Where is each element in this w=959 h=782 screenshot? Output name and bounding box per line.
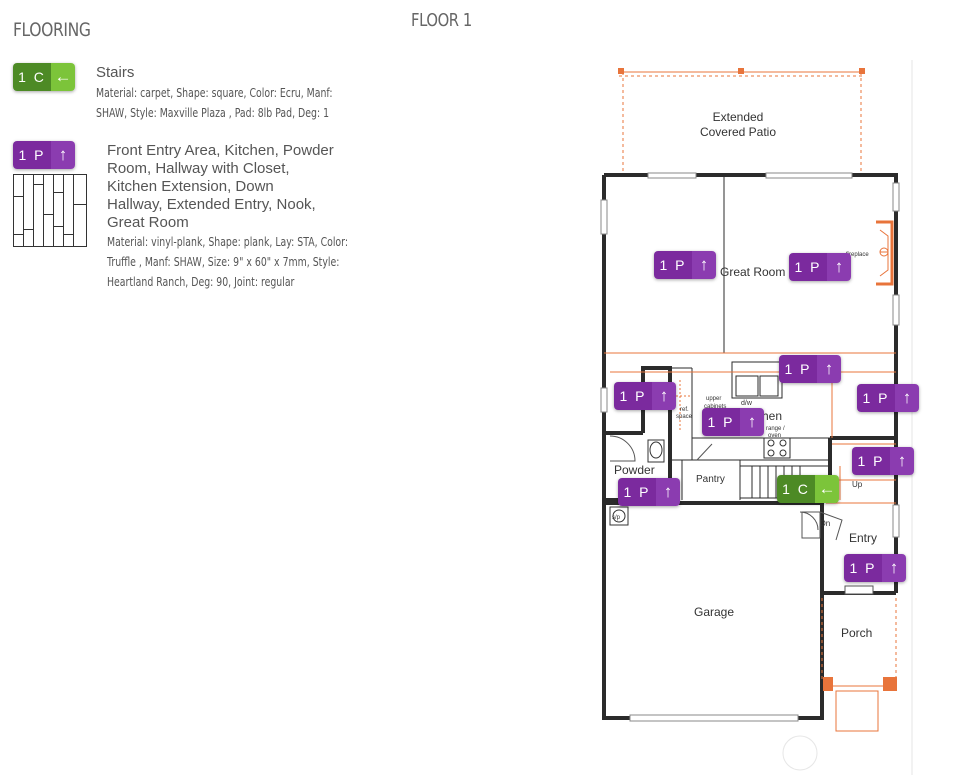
- detail-line: Truffle , Manf: SHAW, Size: 9" x 60" x 7…: [107, 255, 340, 269]
- badge-code: 1 C: [13, 63, 51, 91]
- badge-code: 1 P: [13, 141, 51, 169]
- patio-post: [859, 68, 865, 74]
- room-label-garage: Garage: [694, 605, 734, 619]
- plan-badge-plank[interactable]: 1 P ↑: [844, 554, 906, 582]
- arrow-up-icon: ↑: [656, 478, 680, 506]
- porch-post: [823, 677, 833, 691]
- badge-code: 1 P: [779, 355, 817, 383]
- arrow-up-icon: ↑: [652, 382, 676, 410]
- interior-lines: [672, 175, 830, 500]
- plan-badge-plank[interactable]: 1 P ↑: [614, 382, 676, 410]
- plan-badge-plank[interactable]: 1 P ↑: [618, 478, 680, 506]
- room-label-porch: Porch: [841, 626, 872, 640]
- sump-pump: [609, 506, 629, 526]
- arrow-up-icon: ↑: [882, 554, 906, 582]
- legend-badge-plank[interactable]: 1 P ↑: [13, 141, 75, 169]
- plan-badge-plank[interactable]: 1 P ↑: [857, 384, 919, 412]
- plan-badge-plank[interactable]: 1 P ↑: [789, 253, 851, 281]
- label-ref-space: space: [676, 414, 693, 420]
- label-ref-space: ref.: [680, 407, 689, 413]
- arrow-left-icon: ←: [815, 475, 839, 503]
- room-label-powder: Powder: [614, 463, 655, 477]
- scroll-handle[interactable]: [782, 735, 818, 771]
- room-label-patio: Covered Patio: [700, 125, 776, 139]
- windows: [600, 172, 900, 722]
- badge-code: 1 P: [857, 384, 895, 412]
- plan-badge-plank[interactable]: 1 P ↑: [852, 447, 914, 475]
- room-label-entry: Entry: [849, 531, 877, 545]
- label-range: oven: [768, 433, 781, 439]
- badge-code: 1 P: [844, 554, 882, 582]
- label-sump-pump: s/p: [612, 515, 621, 521]
- label-dishwasher: d/w: [741, 400, 753, 407]
- detail-line: Material: carpet, Shape: square, Color: …: [96, 86, 333, 100]
- porch-step: [835, 690, 879, 732]
- arrow-up-icon: ↑: [895, 384, 919, 412]
- room-label-patio: Extended: [713, 110, 764, 124]
- label-upper-cabinets: upper: [706, 396, 721, 402]
- fireplace-symbol: [876, 220, 894, 286]
- powder-fixtures: [647, 439, 665, 463]
- arrow-up-icon: ↑: [692, 251, 716, 279]
- legend-name-stairs: Stairs: [96, 64, 135, 81]
- range-burners: [767, 439, 787, 457]
- badge-code: 1 P: [852, 447, 890, 475]
- badge-code: 1 P: [702, 408, 740, 436]
- plan-badge-plank[interactable]: 1 P ↑: [654, 251, 716, 279]
- patio-post: [618, 68, 624, 74]
- arrow-up-icon: ↑: [51, 141, 75, 169]
- plan-badge-carpet[interactable]: 1 C ←: [777, 475, 839, 503]
- arrow-up-icon: ↑: [740, 408, 764, 436]
- arrow-up-icon: ↑: [890, 447, 914, 475]
- label-range: range /: [766, 426, 785, 432]
- legend-detail-stairs: Material: carpet, Shape: square, Color: …: [96, 83, 333, 123]
- arrow-left-icon: ←: [51, 63, 75, 91]
- arrow-up-icon: ↑: [827, 253, 851, 281]
- detail-line: Material: vinyl-plank, Shape: plank, Lay…: [107, 235, 348, 249]
- legend-badge-carpet[interactable]: 1 C ←: [13, 63, 75, 91]
- room-label-great-room: Great Room: [720, 265, 785, 279]
- name-line: Great Room: [107, 214, 189, 231]
- legend-name-plank: Front Entry Area, Kitchen, Powder Room, …: [107, 142, 334, 232]
- name-line: Kitchen Extension, Down: [107, 178, 274, 195]
- porch-post: [883, 677, 897, 691]
- label-stairs-up: Up: [852, 480, 863, 489]
- badge-code: 1 P: [614, 382, 652, 410]
- name-line: Front Entry Area, Kitchen, Powder: [107, 142, 334, 159]
- detail-line: SHAW, Style: Maxville Plaza , Pad: 8lb P…: [96, 106, 330, 120]
- plan-badge-plank[interactable]: 1 P ↑: [779, 355, 841, 383]
- badge-code: 1 P: [654, 251, 692, 279]
- label-upper-cabinets: cabinets: [704, 404, 726, 410]
- floor-title: FLOOR 1: [411, 10, 472, 31]
- plan-badge-plank[interactable]: 1 P ↑: [702, 408, 764, 436]
- label-fireplace: fireplace: [846, 252, 869, 258]
- room-label-pantry: Pantry: [696, 474, 725, 485]
- flooring-heading: FLOORING: [13, 19, 91, 41]
- badge-code: 1 P: [618, 478, 656, 506]
- legend-detail-plank: Material: vinyl-plank, Shape: plank, Lay…: [107, 232, 348, 292]
- badge-code: 1 P: [789, 253, 827, 281]
- name-line: Room, Hallway with Closet,: [107, 160, 290, 177]
- name-line: Hallway, Extended Entry, Nook,: [107, 196, 316, 213]
- label-stairs-down: Dn: [820, 519, 830, 528]
- detail-line: Heartland Ranch, Deg: 90, Joint: regular: [107, 275, 295, 289]
- arrow-up-icon: ↑: [817, 355, 841, 383]
- doors: [609, 435, 874, 595]
- plank-pattern-icon: [13, 174, 87, 247]
- badge-code: 1 C: [777, 475, 815, 503]
- patio-post: [738, 68, 744, 74]
- flooring-boundaries: [604, 352, 897, 687]
